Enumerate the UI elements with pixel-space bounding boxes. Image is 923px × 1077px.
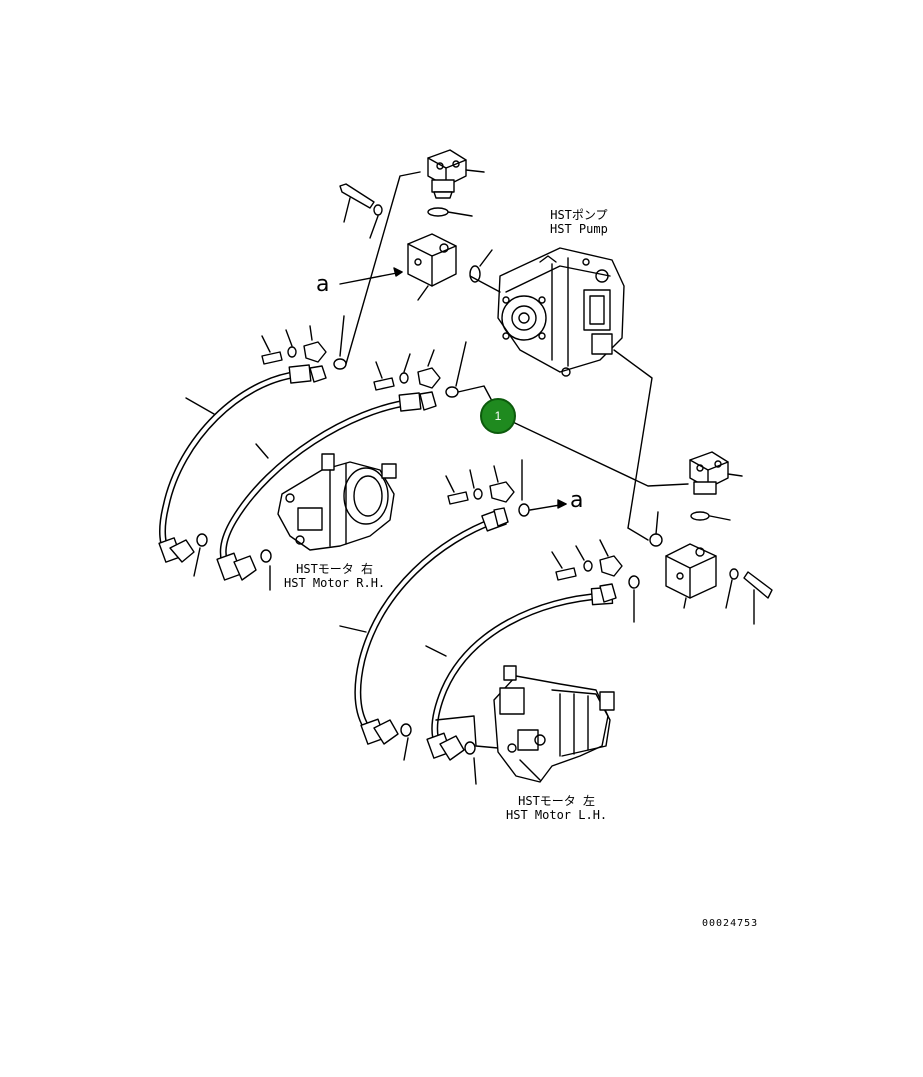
document-number: 00024753 — [702, 918, 759, 929]
view-ref-a-upper: a — [316, 272, 330, 297]
upper-junction-block — [407, 233, 457, 301]
pump-label: HSTポンプ HST Pump — [550, 208, 608, 236]
motor-rh-label: HSTモータ 右 HST Motor R.H. — [284, 562, 385, 590]
motor-rh-label-en: HST Motor R.H. — [284, 576, 386, 590]
motor-lh-label-en: HST Motor L.H. — [506, 808, 608, 822]
o-ring — [518, 503, 530, 517]
o-ring — [400, 723, 412, 737]
fitting-group-lower — [445, 465, 515, 505]
top-fitting-block — [427, 149, 485, 199]
o-ring — [445, 386, 459, 398]
washer — [373, 204, 383, 216]
hst-motor-rh — [277, 453, 397, 551]
o-ring — [628, 575, 640, 589]
hose-rh-inner — [216, 391, 437, 581]
fitting-group-right — [551, 539, 623, 581]
fitting-group-left — [261, 325, 327, 365]
bolt — [339, 183, 375, 223]
motor-lh-label: HSTモータ 左 HST Motor L.H. — [506, 794, 607, 822]
motor-rh-label-jp: HSTモータ 右 — [296, 562, 374, 576]
o-ring — [196, 533, 208, 547]
bolt — [743, 571, 773, 625]
pump-label-jp: HSTポンプ — [550, 208, 608, 222]
callout-marker-1[interactable]: 1 — [480, 398, 516, 434]
pump-label-en: HST Pump — [550, 222, 608, 236]
o-ring — [469, 265, 481, 283]
hose-lh-outer — [354, 507, 509, 745]
o-ring — [260, 549, 272, 563]
right-junction-block — [665, 543, 717, 609]
o-ring — [427, 207, 449, 217]
o-ring — [690, 511, 710, 521]
hose-rh-outer — [158, 364, 327, 563]
motor-lh-label-jp: HSTモータ 左 — [518, 794, 596, 808]
view-ref-a-lower: a — [570, 488, 584, 513]
o-ring — [649, 533, 663, 547]
hst-motor-lh — [493, 665, 615, 783]
o-ring — [333, 358, 347, 370]
fitting-group-mid — [373, 349, 441, 391]
o-ring — [464, 741, 476, 755]
washer — [729, 568, 739, 580]
hst-pump — [497, 247, 625, 377]
lower-fitting-block — [689, 451, 743, 495]
hose-lh-inner — [426, 583, 617, 761]
